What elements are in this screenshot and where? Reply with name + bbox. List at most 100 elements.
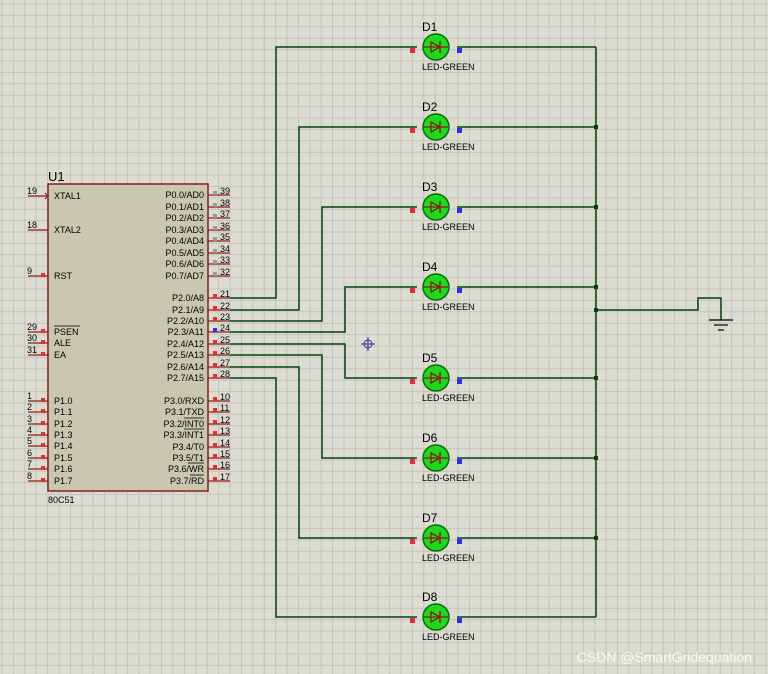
pin-marker <box>457 128 462 133</box>
pin-number: 12 <box>220 415 230 425</box>
crosshair-cursor-icon <box>361 337 375 351</box>
pin-marker <box>213 454 217 458</box>
pin-number: 29 <box>27 322 37 332</box>
pin-marker <box>213 328 217 332</box>
pin-marker <box>213 420 217 424</box>
pin-number: 7 <box>27 459 32 469</box>
diode-triangle <box>430 451 442 465</box>
pin-number: 23 <box>220 312 230 322</box>
pin-number: 18 <box>27 220 37 230</box>
pin-number: 21 <box>220 289 230 299</box>
pin-marker <box>41 352 45 356</box>
pin-marker <box>457 48 462 53</box>
junction-dot <box>594 205 598 209</box>
pin-marker <box>410 459 415 464</box>
pin-marker <box>410 618 415 623</box>
pin-number: 13 <box>220 426 230 436</box>
pin-number: 27 <box>220 358 230 368</box>
pin-name: P3.3/INT1 <box>163 430 204 440</box>
led-array: D1LED-GREEND2LED-GREEND3LED-GREEND4LED-G… <box>410 20 475 642</box>
pin-name: P2.2/A10 <box>167 316 204 326</box>
chip-pin-right[interactable]: 38 P0.1/AD1 <box>165 198 230 212</box>
pin-marker <box>213 226 217 230</box>
chip-pin-right[interactable]: 13 P3.3/INT1 <box>163 426 230 440</box>
pin-name: P0.6/AD6 <box>165 259 204 269</box>
diode-triangle <box>430 120 442 134</box>
pin-number: 30 <box>27 333 37 343</box>
pin-marker <box>41 398 45 402</box>
pin-marker <box>410 128 415 133</box>
pin-name: P0.0/AD0 <box>165 190 204 200</box>
wire <box>230 354 417 459</box>
led-ref: D1 <box>422 20 438 34</box>
pin-marker <box>213 431 217 435</box>
pin-name: P1.6 <box>54 464 73 474</box>
pin-name: P2.5/A13 <box>167 350 204 360</box>
pin-marker <box>410 539 415 544</box>
pin-name: P1.4 <box>54 441 73 451</box>
pin-name: P1.1 <box>54 407 73 417</box>
pin-name: P3.7/RD <box>170 476 205 486</box>
chip-body[interactable] <box>47 183 209 492</box>
pin-marker <box>410 48 415 53</box>
pin-marker <box>213 351 217 355</box>
pin-marker <box>41 409 45 413</box>
pin-marker <box>41 432 45 436</box>
pin-number: 2 <box>27 402 32 412</box>
pin-number: 38 <box>220 198 230 208</box>
led-ref: D4 <box>422 260 438 274</box>
chip-pin-right[interactable]: 23 P2.2/A10 <box>167 312 230 326</box>
led-ref: D8 <box>422 590 438 604</box>
pin-number: 19 <box>27 186 37 196</box>
led-part: LED-GREEN <box>422 632 475 642</box>
watermark: CSDN @SmartGridequation <box>577 649 752 665</box>
pin-name: P0.1/AD1 <box>165 202 204 212</box>
pin-marker <box>213 408 217 412</box>
